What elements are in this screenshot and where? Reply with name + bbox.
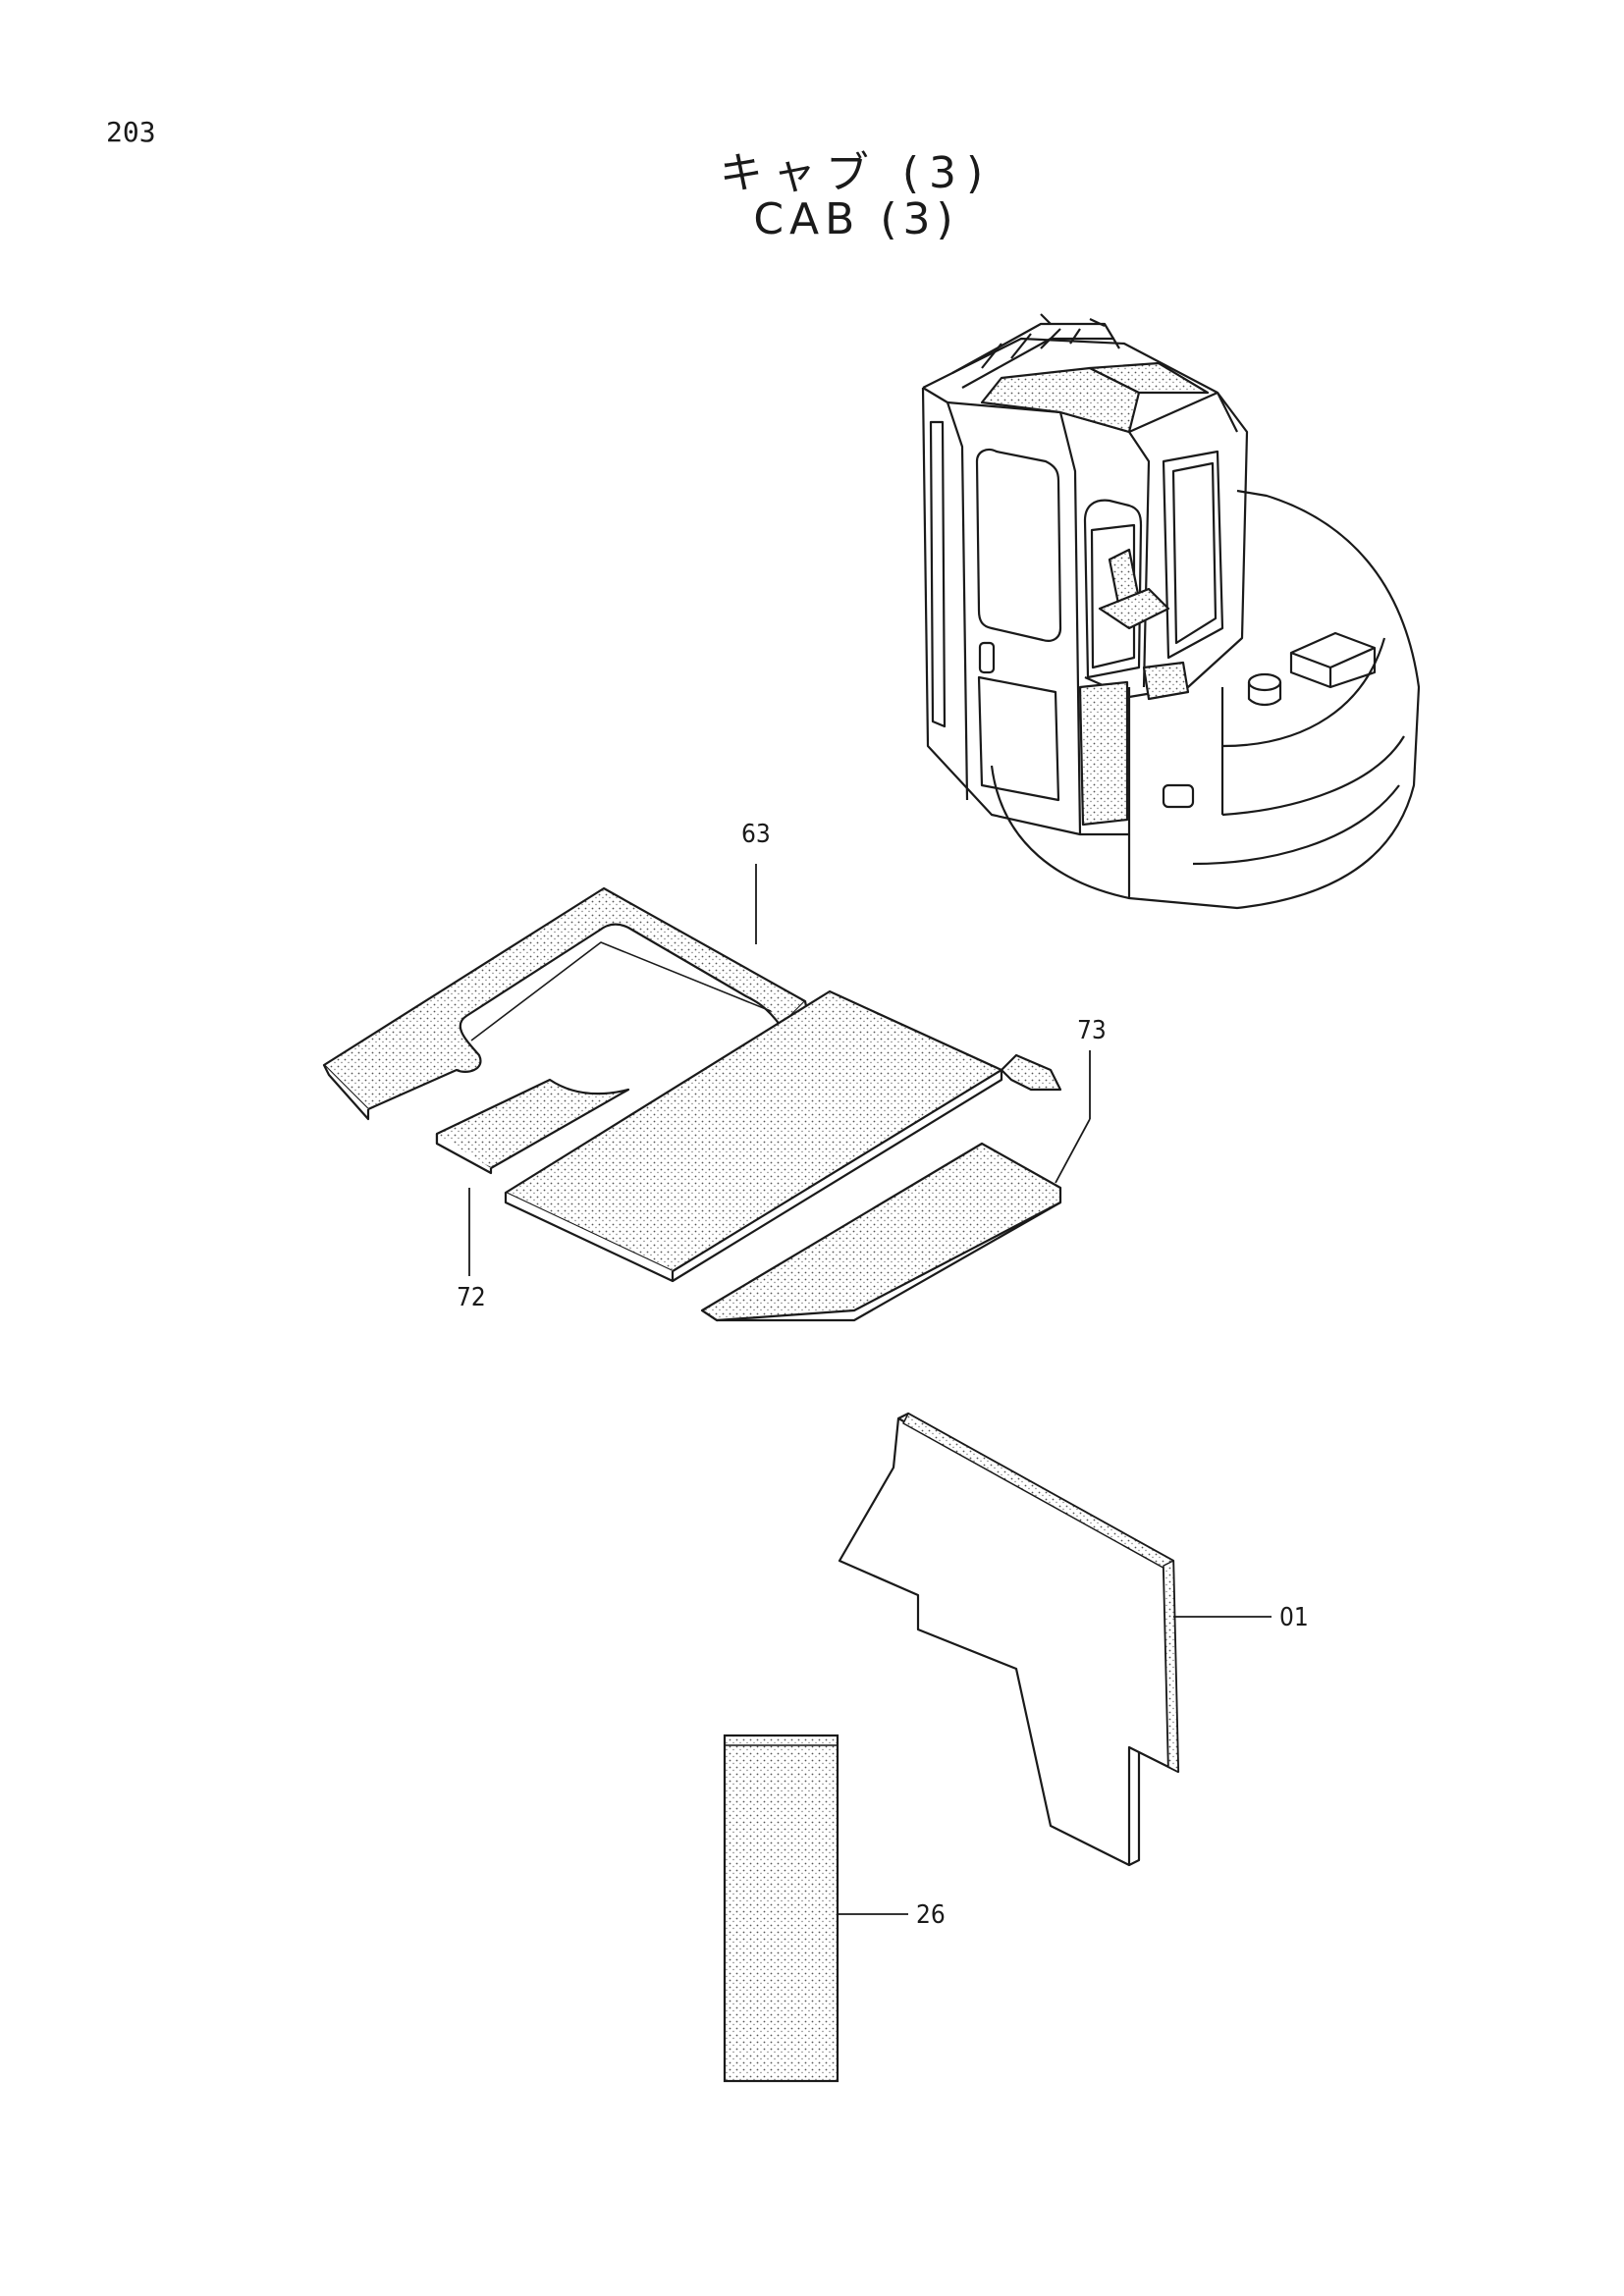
callout-72: 72 — [457, 1283, 486, 1312]
side-panel-part-icon — [838, 1412, 1180, 1867]
leader-lines — [468, 864, 1272, 1915]
cab-assembly-icon — [921, 313, 1421, 910]
callout-26: 26 — [916, 1900, 946, 1930]
title-japanese: キャブ (3) — [719, 148, 994, 198]
callout-01: 01 — [1279, 1603, 1309, 1632]
callout-73: 73 — [1077, 1016, 1107, 1045]
title-english: CAB (3) — [753, 194, 959, 244]
callout-63: 63 — [741, 820, 771, 849]
insulation-pad-part-icon — [723, 1734, 839, 2083]
floor-mat-assembly-icon — [322, 886, 1062, 1322]
page-number: 203 — [106, 116, 156, 148]
